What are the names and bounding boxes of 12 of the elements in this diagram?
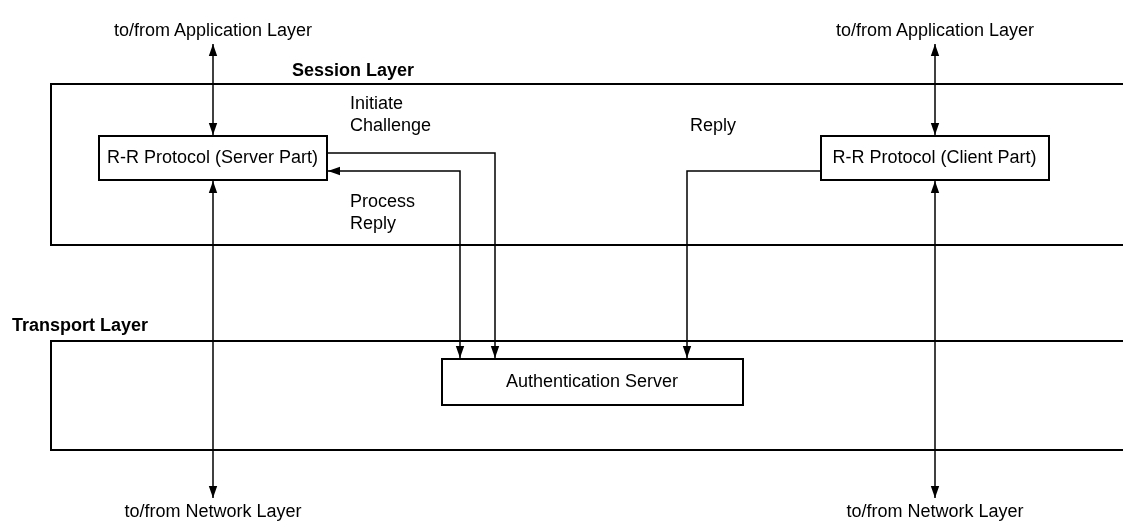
endpoint-label: to/from Network Layer (123, 501, 303, 522)
process-box (819, 134, 1050, 181)
box-label: R-R Protocol (Client Part) (832, 147, 1037, 168)
process-box (440, 357, 744, 406)
endpoint-label: to/from Network Layer (845, 501, 1025, 522)
endpoint-label: to/from Application Layer (112, 20, 314, 41)
endpoint-label: to/from Application Layer (834, 20, 1036, 41)
process-box (97, 134, 328, 181)
box-label: R-R Protocol (Server Part) (106, 147, 318, 168)
layer-title: Session Layer (292, 60, 415, 81)
layer-title: Transport Layer (12, 315, 149, 336)
box-label: Authentication Server (505, 371, 679, 392)
